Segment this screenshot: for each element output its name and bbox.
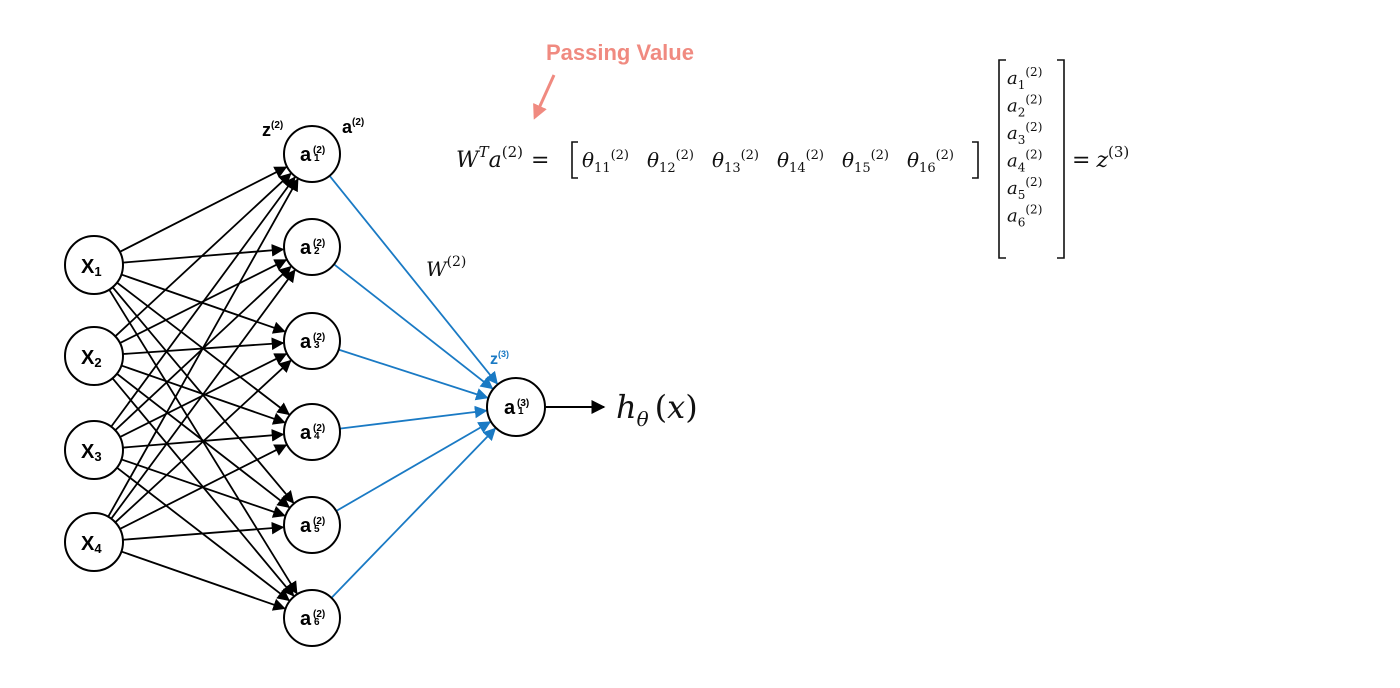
hidden-node-a4-sup: (2) xyxy=(313,423,325,434)
input-node-x3-circle xyxy=(64,420,124,480)
column-bracket-right xyxy=(1057,59,1065,259)
hidden-node-a1-circle xyxy=(283,125,341,183)
output-node-a1: a(3)1 xyxy=(486,377,546,437)
edge-x4-a5 xyxy=(122,521,285,541)
theta-13: θ13(2) xyxy=(712,148,759,176)
edge-a3-out xyxy=(338,348,489,401)
output-node-a1-circle xyxy=(486,377,546,437)
theta-11: θ11(2) xyxy=(582,148,629,176)
hidden-node-a3-circle xyxy=(283,312,341,370)
equation-lhs: WTa(2)= xyxy=(456,143,549,173)
equation-rhs: =z(3) xyxy=(1072,143,1129,173)
edge-x4-a2 xyxy=(110,269,296,520)
hidden-node-a5-sup: (2) xyxy=(313,516,325,527)
hidden-node-a6-label: a xyxy=(300,608,312,630)
hidden-node-a2-label: a xyxy=(300,237,312,259)
hidden-node-a3-label: a xyxy=(300,331,312,353)
output-label: hθ(x) xyxy=(616,388,698,431)
hidden-node-a3-sub: 3 xyxy=(314,340,320,351)
edge-x3-a1 xyxy=(110,176,296,428)
input-node-x4-circle xyxy=(64,512,124,572)
edge-x2-a1 xyxy=(114,172,292,337)
input-node-x3: X3 xyxy=(64,420,124,480)
hidden-node-a5-sub: 5 xyxy=(314,524,320,535)
hidden-node-a4-circle xyxy=(283,403,341,461)
output-node-a1-sub: 1 xyxy=(518,406,524,417)
vector-a5: a5(2) xyxy=(1007,175,1042,202)
row-bracket-left xyxy=(571,141,578,179)
input-node-x1-circle xyxy=(64,235,124,295)
edge-a6-out xyxy=(330,427,497,599)
vector-a6: a6(2) xyxy=(1007,203,1042,230)
vector-a1: a1(2) xyxy=(1007,65,1042,92)
hidden-node-a2: a(2)2 xyxy=(283,218,341,276)
hidden-node-a1-sub: 1 xyxy=(314,153,320,164)
hidden-node-a4: a(2)4 xyxy=(283,403,341,461)
input-node-x1-label: X1 xyxy=(81,256,102,279)
output-node-a1-sup: (3) xyxy=(517,398,529,409)
edge-x4-a4 xyxy=(119,444,288,530)
hidden-node-a2-sub: 2 xyxy=(314,246,320,257)
edge-x4-a1 xyxy=(107,178,299,518)
input-node-x4: X4 xyxy=(64,512,124,572)
row-bracket-right xyxy=(972,141,979,179)
input-node-x1: X1 xyxy=(64,235,124,295)
theta-14: θ14(2) xyxy=(777,148,824,176)
hidden-node-a6-sub: 6 xyxy=(314,617,320,628)
hidden-node-a1: a(2)1 xyxy=(283,125,341,183)
edge-x4-a3 xyxy=(114,359,292,524)
hidden-node-a4-sub: 4 xyxy=(314,431,320,442)
hidden-layer: a(2)1a(2)2a(2)3a(2)4a(2)5a(2)6 xyxy=(283,125,341,647)
hidden-node-a3: a(2)3 xyxy=(283,312,341,370)
hidden-to-output-edges xyxy=(328,175,498,599)
hidden-node-a1-label: a xyxy=(300,144,312,166)
input-to-hidden-edges xyxy=(107,166,299,611)
input-node-x3-label: X3 xyxy=(81,441,102,464)
theta-16: θ16(2) xyxy=(907,148,954,176)
arrow-icon xyxy=(533,74,556,120)
hidden-node-a6-circle xyxy=(283,589,341,647)
a2-label: a(2) xyxy=(342,117,364,137)
activation-vector: a1(2)a2(2)a3(2)a4(2)a5(2)a6(2) xyxy=(1007,65,1042,230)
input-node-x4-label: X4 xyxy=(81,533,102,556)
edge-x1-a1 xyxy=(119,166,288,253)
edge-x4-a6 xyxy=(121,550,286,611)
theta-row: θ11(2) θ12(2) θ13(2) θ14(2) θ15(2) θ16(2) xyxy=(582,148,954,176)
hidden-node-a1-sup: (2) xyxy=(313,145,325,156)
theta-15: θ15(2) xyxy=(842,148,889,176)
hidden-node-a2-sup: (2) xyxy=(313,238,325,249)
edge-a5-out xyxy=(335,421,492,512)
hidden-node-a2-circle xyxy=(283,218,341,276)
output-layer: a(3)1 xyxy=(486,377,546,437)
input-node-x2-circle xyxy=(64,326,124,386)
input-node-x2: X2 xyxy=(64,326,124,386)
hidden-node-a5-circle xyxy=(283,496,341,554)
hidden-node-a5: a(2)5 xyxy=(283,496,341,554)
hidden-node-a6-sup: (2) xyxy=(313,609,325,620)
edge-a4-out xyxy=(339,405,488,430)
passing-value-annotation: Passing Value xyxy=(546,40,694,65)
vector-a2: a2(2) xyxy=(1007,93,1042,120)
output-node-a1-label: a xyxy=(504,397,516,419)
hidden-node-a3-sup: (2) xyxy=(313,332,325,343)
column-bracket-left xyxy=(998,59,1006,259)
theta-12: θ12(2) xyxy=(647,148,694,176)
equation: WTa(2)= θ11(2)θ12(2)θ13(2)θ14(2)θ15(2)θ1… xyxy=(456,59,1129,259)
input-node-x2-label: X2 xyxy=(81,347,102,370)
vector-a3: a3(2) xyxy=(1007,120,1042,147)
vector-a4: a4(2) xyxy=(1007,148,1042,175)
z2-label: z(2) xyxy=(262,120,283,140)
hidden-node-a5-label: a xyxy=(300,515,312,537)
edge-a1-out xyxy=(328,175,498,385)
edge-a2-out xyxy=(333,263,494,390)
hidden-node-a6: a(2)6 xyxy=(283,589,341,647)
hidden-node-a4-label: a xyxy=(300,422,312,444)
z3-label: z(3) xyxy=(490,349,509,368)
weight-label: W(2) xyxy=(426,254,466,281)
